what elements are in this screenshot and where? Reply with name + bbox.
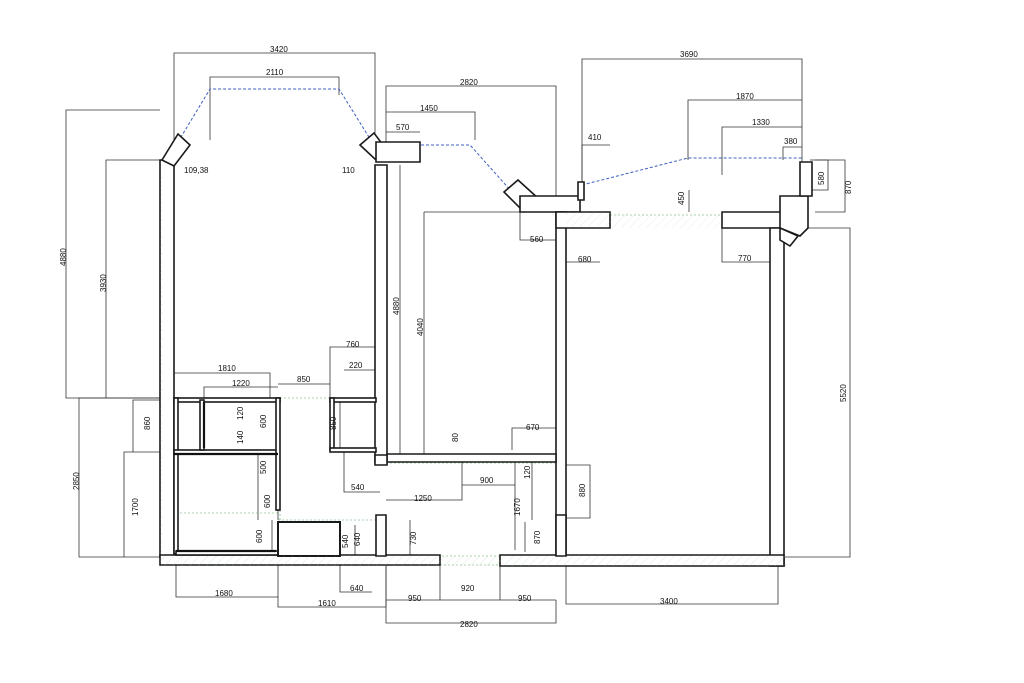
dim-label: 600 xyxy=(263,494,272,508)
dim-label: 2850 xyxy=(72,472,81,490)
dim-label: 2820 xyxy=(460,620,478,629)
dim-label: 540 xyxy=(351,483,365,492)
dimension-labels: 3420 2110 109,38 110 4880 3930 1810 1220… xyxy=(59,45,853,629)
hatching xyxy=(160,170,785,566)
dim-label: 4880 xyxy=(392,297,401,315)
dim-label: 600 xyxy=(255,529,264,543)
dim-label: 640 xyxy=(350,584,364,593)
dim-label: 540 xyxy=(341,534,350,548)
dim-label: 4880 xyxy=(59,248,68,266)
dim-label: 4040 xyxy=(416,318,425,336)
dim-label: 3400 xyxy=(660,597,678,606)
dim-label: 600 xyxy=(259,414,268,428)
dim-label: 3690 xyxy=(680,50,698,59)
dim-label: 860 xyxy=(143,416,152,430)
dim-label: 500 xyxy=(259,460,268,474)
dim-label: 730 xyxy=(409,531,418,545)
dim-label: 1670 xyxy=(513,498,522,516)
dim-label: 120 xyxy=(236,406,245,420)
dim-label: 140 xyxy=(236,430,245,444)
dim-label: 680 xyxy=(578,255,592,264)
dim-label: 1330 xyxy=(752,118,770,127)
dim-label: 220 xyxy=(349,361,363,370)
dim-label: 1250 xyxy=(414,494,432,503)
dim-label: 770 xyxy=(738,254,752,263)
dim-label: 5520 xyxy=(839,384,848,402)
dim-label: 870 xyxy=(533,530,542,544)
dim-label: 2110 xyxy=(266,68,284,77)
dim-label: 950 xyxy=(518,594,532,603)
construction-lines xyxy=(160,88,802,566)
dim-label: 760 xyxy=(346,340,360,349)
dim-label: 80 xyxy=(451,433,460,442)
dim-label: 110 xyxy=(342,166,355,175)
dim-label: 450 xyxy=(677,191,686,205)
dim-label: 920 xyxy=(461,584,475,593)
dim-label: 900 xyxy=(480,476,494,485)
dim-label: 109,38 xyxy=(184,166,209,175)
dim-label: 670 xyxy=(526,423,540,432)
dim-label: 1220 xyxy=(232,379,250,388)
dim-label: 1700 xyxy=(131,498,140,516)
dim-label: 2820 xyxy=(460,78,478,87)
dim-label: 1450 xyxy=(420,104,438,113)
dim-label: 380 xyxy=(784,137,798,146)
dim-label: 1610 xyxy=(318,599,336,608)
dim-label: 560 xyxy=(530,235,544,244)
dim-label: 120 xyxy=(523,465,532,479)
dim-label: 3930 xyxy=(99,274,108,292)
dim-label: 3420 xyxy=(270,45,288,54)
dim-label: 850 xyxy=(329,416,338,430)
dimension-lines xyxy=(65,52,851,624)
dim-label: 1680 xyxy=(215,589,233,598)
dim-label: 570 xyxy=(396,123,410,132)
dim-label: 950 xyxy=(408,594,422,603)
dim-label: 1870 xyxy=(736,92,754,101)
dim-label: 850 xyxy=(297,375,311,384)
dim-label: 870 xyxy=(844,180,853,194)
dim-label: 640 xyxy=(353,532,362,546)
dim-label: 410 xyxy=(588,133,602,142)
dim-label: 880 xyxy=(578,483,587,497)
dim-label: 1810 xyxy=(218,364,236,373)
dim-label: 580 xyxy=(817,171,826,185)
